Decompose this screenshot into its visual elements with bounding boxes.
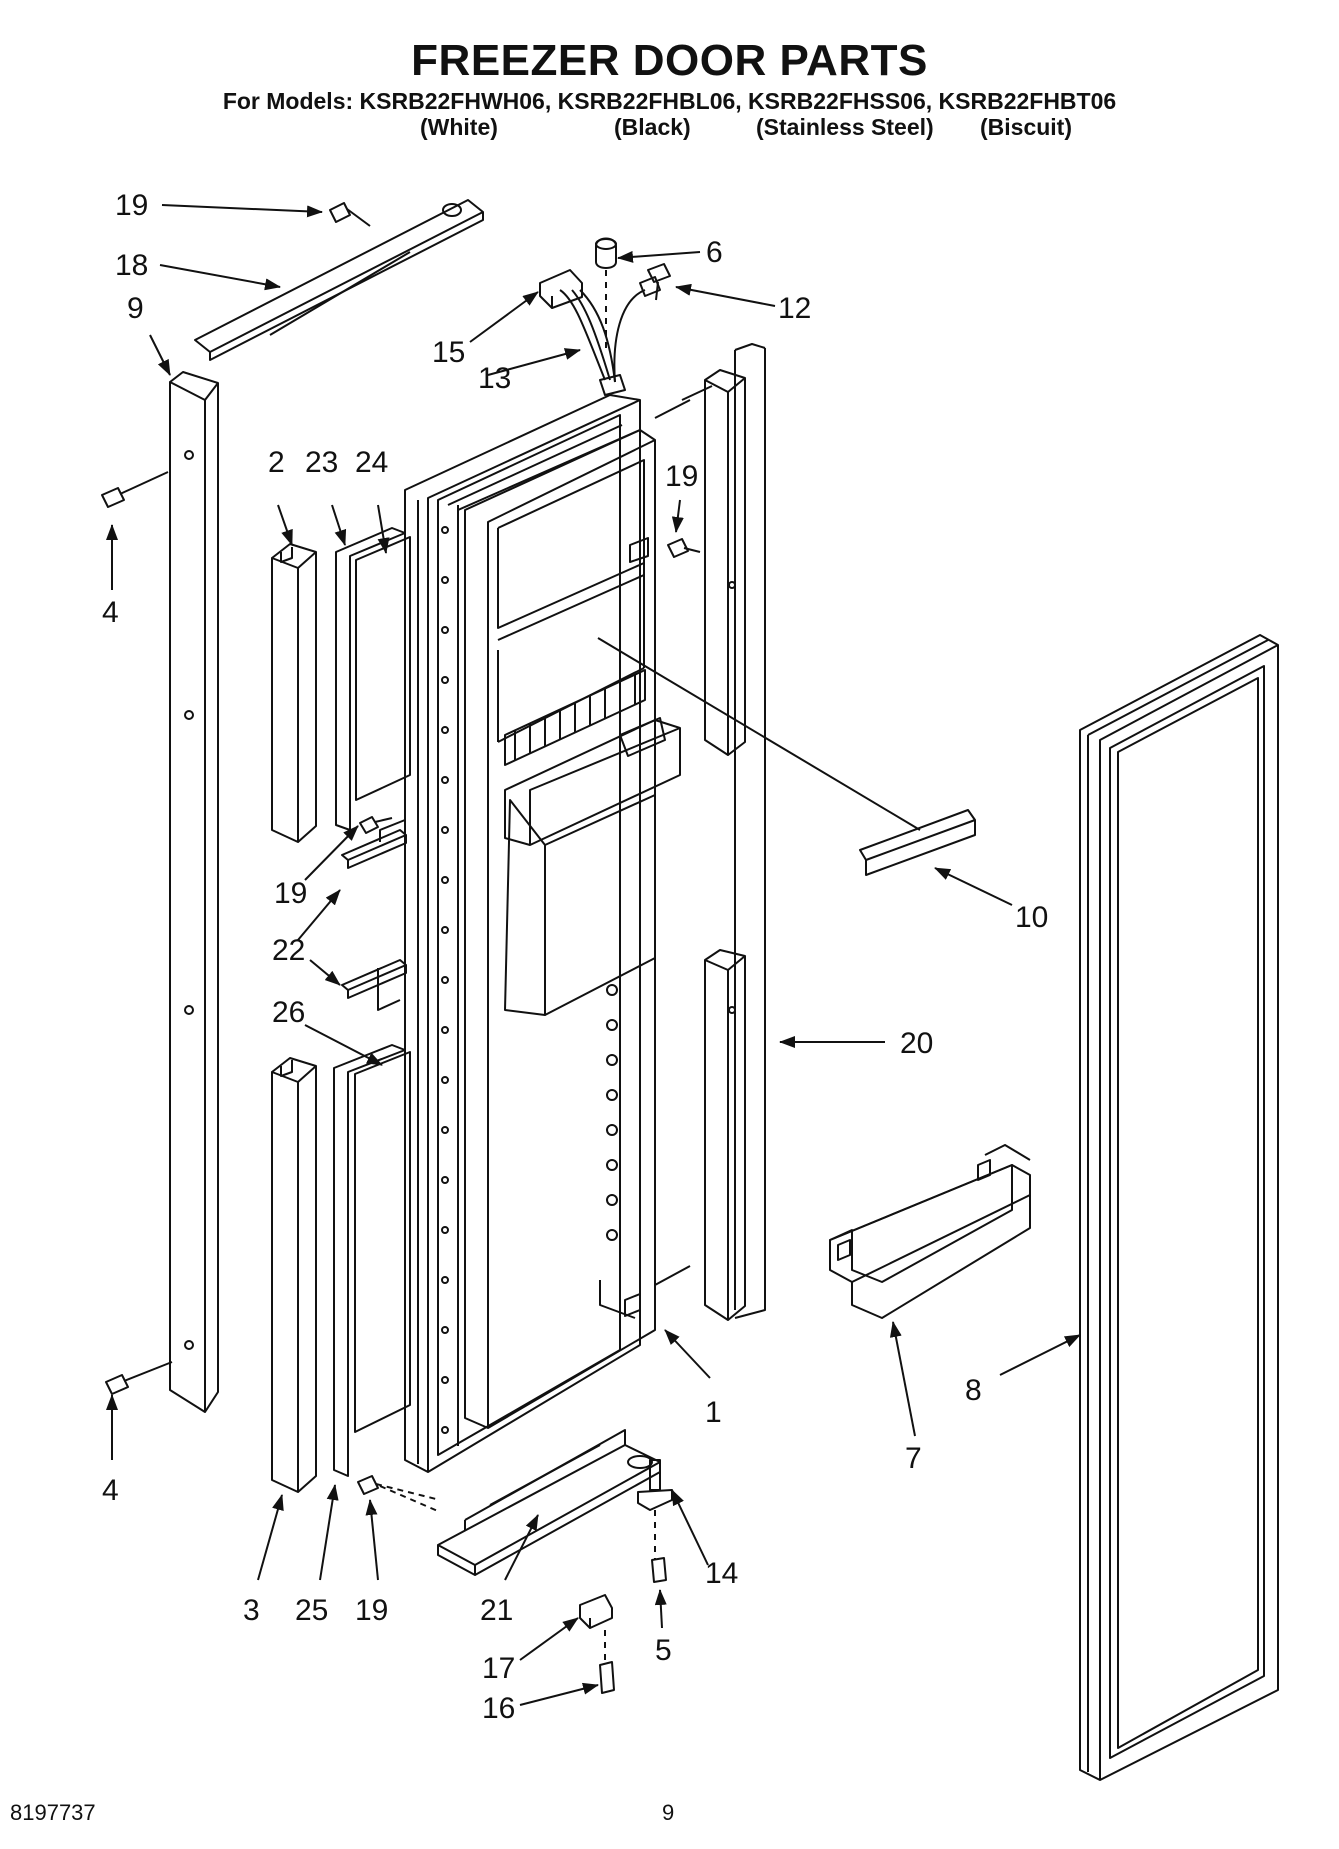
freezer-door-part-1: [404, 394, 681, 1473]
callout-6: 6: [706, 236, 723, 269]
door-bin-part-7: [829, 1144, 1031, 1319]
callout-15: 15: [432, 336, 465, 369]
finish-biscuit: (Biscuit): [980, 114, 1072, 140]
bracket-part-22-lower: [341, 959, 407, 1011]
hinge-block-part-17: [579, 1594, 613, 1665]
screw-part-19-mid-left: [359, 816, 393, 834]
callout-8: 8: [965, 1374, 982, 1407]
upper-panel-part-23: [335, 527, 406, 831]
callout-21: 21: [480, 1594, 513, 1627]
hinge-pin-part-14: [637, 1459, 673, 1560]
callout-16: 16: [482, 1692, 515, 1725]
trim-strip-part-10: [597, 637, 976, 876]
callout-23: 23: [305, 446, 338, 479]
plug-part-6: [595, 237, 617, 350]
screw-part-4-lower: [105, 1361, 173, 1395]
screw-part-19-bottom: [357, 1475, 441, 1501]
callout-17: 17: [482, 1652, 515, 1685]
lower-channel-part-3: [271, 1057, 317, 1493]
upper-panel-part-24: [355, 533, 411, 801]
callout-18: 18: [115, 249, 148, 282]
screw-part-5: [651, 1557, 667, 1583]
screw-part-12: [647, 263, 671, 301]
finish-black: (Black): [614, 114, 691, 140]
door-gasket-part-8: [1079, 634, 1279, 1781]
callout-25: 25: [295, 1594, 328, 1627]
callout-19-top: 19: [115, 189, 148, 222]
hinge-bracket-part-21: [437, 1429, 661, 1576]
callout-14: 14: [705, 1557, 738, 1590]
callout-10: 10: [1015, 901, 1048, 934]
finish-white: (White): [420, 114, 498, 140]
callout-24: 24: [355, 446, 388, 479]
leader-arrows: [106, 204, 1081, 1706]
finish-stainless-steel: (Stainless Steel): [756, 114, 934, 140]
callout-3: 3: [243, 1594, 260, 1627]
lower-panel-part-25: [333, 1044, 406, 1477]
left-door-trim-part-9: [169, 371, 219, 1413]
lower-panel-part-26: [354, 1051, 411, 1433]
callout-5: 5: [655, 1634, 672, 1667]
page-title: FREEZER DOOR PARTS: [411, 36, 928, 85]
right-door-trim-part-20: [654, 343, 766, 1321]
callout-12: 12: [778, 292, 811, 325]
screw-part-19-right: [667, 538, 701, 558]
callout-13: 13: [478, 362, 511, 395]
door-gasket-holes: [441, 526, 449, 1434]
callout-1: 1: [705, 1396, 722, 1429]
callout-9: 9: [127, 292, 144, 325]
callout-labels: 19 18 9 6 12 15 13 2 23 24 19 4 19 22 10…: [102, 189, 1048, 1725]
callout-2: 2: [268, 446, 285, 479]
connector-part-15: [539, 269, 661, 309]
bracket-part-22-upper: [341, 819, 407, 869]
callout-19-mid: 19: [274, 877, 307, 910]
callout-20: 20: [900, 1027, 933, 1060]
callout-19-right: 19: [665, 460, 698, 493]
screw-part-19-top: [329, 202, 371, 227]
page-number: 9: [662, 1800, 675, 1825]
upper-channel-part-2: [271, 543, 317, 843]
document-number: 8197737: [10, 1800, 96, 1825]
model-list: For Models: KSRB22FHWH06, KSRB22FHBL06, …: [222, 88, 1117, 114]
callout-22: 22: [272, 934, 305, 967]
callout-4-lower: 4: [102, 1474, 119, 1507]
callout-26: 26: [272, 996, 305, 1029]
callout-4-upper: 4: [102, 596, 119, 629]
top-cap-part-18: [194, 199, 484, 361]
screw-part-4-upper: [101, 471, 169, 508]
callout-19-bottom: 19: [355, 1594, 388, 1627]
callout-7: 7: [905, 1442, 922, 1475]
screw-part-16: [599, 1661, 615, 1694]
wire-harness-part-13: [559, 289, 646, 396]
